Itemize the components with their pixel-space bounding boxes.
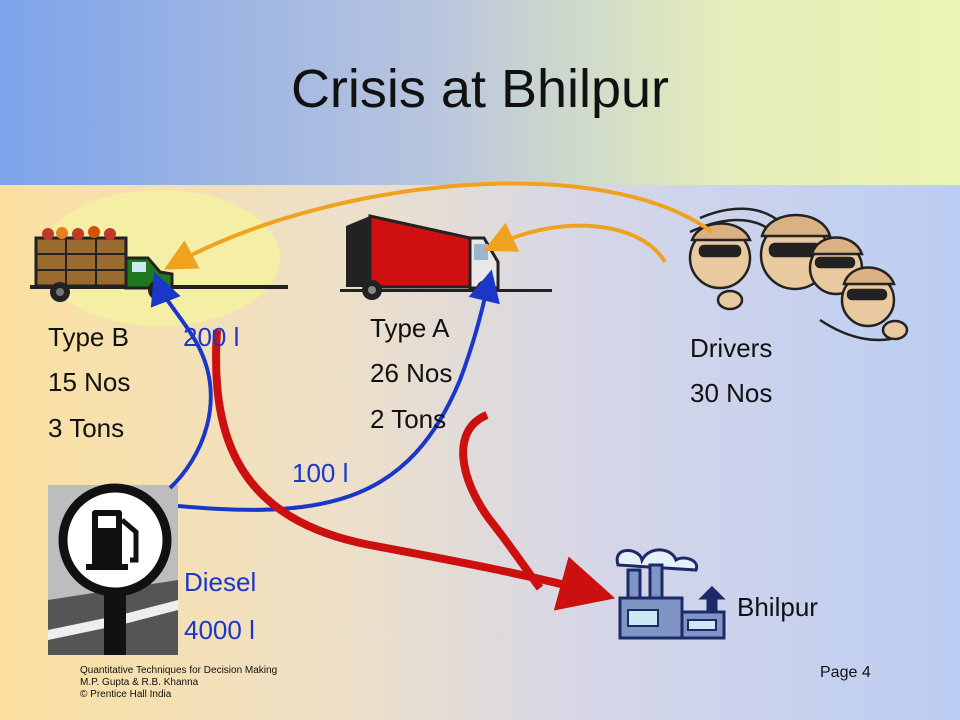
footer-line-2: M.P. Gupta & R.B. Khanna xyxy=(80,677,199,688)
truck-a-capacity: 2 Tons xyxy=(370,404,447,434)
driver-to-truck-b-arrow xyxy=(163,181,714,270)
truck-a-icon xyxy=(340,214,552,300)
footer-line-3: © Prentice Hall India xyxy=(80,689,172,700)
truck-a-count: 26 Nos xyxy=(370,358,453,388)
bhilpur-label: Bhilpur xyxy=(737,592,818,622)
truck-b-count: 15 Nos xyxy=(48,367,131,397)
drivers-name: Drivers xyxy=(690,333,773,363)
truck-b-name: Type B xyxy=(48,322,129,352)
footer-line-1: Quantitative Techniques for Decision Mak… xyxy=(80,665,278,676)
factory-icon xyxy=(615,548,726,640)
page-number: Page 4 xyxy=(820,664,871,681)
driver-to-truck-a-arrow xyxy=(483,222,667,264)
footer-credits: Quantitative Techniques for Decision Mak… xyxy=(80,665,277,701)
header-band xyxy=(0,0,960,185)
fuel-to-truck-a-arrow xyxy=(177,269,500,512)
fuel-pump-icon xyxy=(48,483,178,655)
truck-a-fuel: 100 l xyxy=(292,458,349,488)
fuel-to-truck-b-arrow xyxy=(150,272,213,490)
drivers-count: 30 Nos xyxy=(690,378,773,408)
drivers-icon xyxy=(688,207,909,342)
truck-b-capacity: 3 Tons xyxy=(48,413,125,443)
truck-a-name: Type A xyxy=(370,313,450,343)
diesel-name: Diesel xyxy=(184,567,257,597)
slide-title: Crisis at Bhilpur xyxy=(290,59,670,119)
spotlight xyxy=(40,190,280,326)
truck-b-to-bhilpur-arrow xyxy=(212,329,616,611)
truck-b-fuel: 200 l xyxy=(183,322,240,352)
truck-a-to-bhilpur-arrow xyxy=(459,411,544,591)
diesel-amount: 4000 l xyxy=(184,615,255,645)
